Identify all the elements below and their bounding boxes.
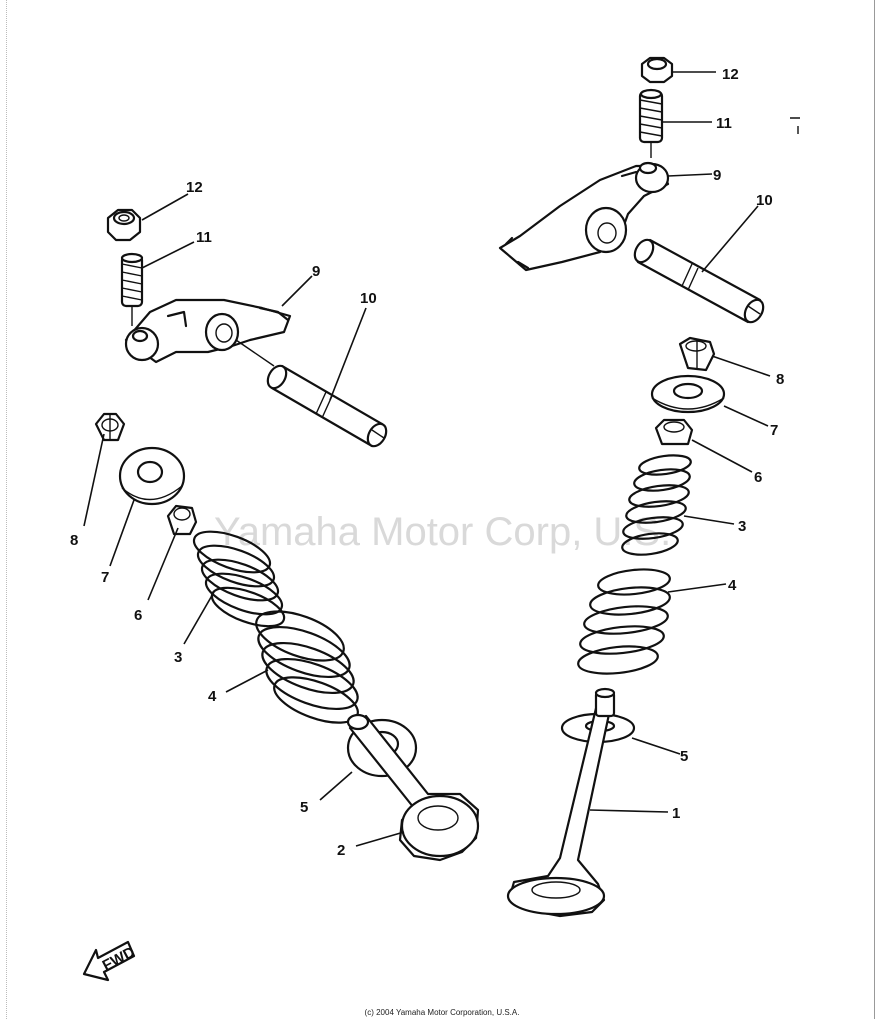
- left-adjuster-screw-11: [120, 252, 144, 326]
- callout-right-6: 6: [754, 469, 762, 486]
- callout-left-12: 12: [186, 179, 203, 196]
- right-rocker-arm-9: [498, 161, 670, 272]
- callout-right-7: 7: [770, 422, 778, 439]
- callout-right-1: 1: [672, 805, 680, 822]
- left-spring-retainer-7: [118, 446, 186, 506]
- callout-right-8: 8: [776, 371, 784, 388]
- callout-right-9: 9: [713, 167, 721, 184]
- callout-left-8: 8: [70, 532, 78, 549]
- callout-left-4: 4: [208, 688, 217, 705]
- page-edge-right: [874, 0, 875, 1019]
- callout-right-11: 11: [716, 115, 732, 132]
- right-inner-spring-3: [621, 454, 692, 556]
- right-valve-cotter-8: [678, 336, 716, 372]
- left-inner-spring-3: [192, 530, 286, 628]
- left-nut-12: [106, 208, 142, 242]
- copyright-text: (c) 2004 Yamaha Motor Corporation, U.S.A…: [364, 1008, 520, 1017]
- stray-mark: [790, 117, 800, 134]
- left-outer-spring-4: [255, 610, 359, 724]
- callout-left-11: 11: [196, 229, 212, 246]
- callout-right-10: 10: [756, 192, 773, 209]
- right-valve-1: [506, 687, 616, 918]
- callout-left-6: 6: [134, 607, 142, 624]
- callout-left-5: 5: [300, 799, 308, 816]
- callout-left-2: 2: [337, 842, 345, 859]
- right-stem-seal-6: [654, 418, 694, 446]
- callout-left-3: 3: [174, 649, 182, 666]
- callout-left-7: 7: [101, 569, 109, 586]
- leader-lines: [83, 71, 771, 847]
- callout-right-3: 3: [738, 518, 746, 535]
- left-stem-seal-6: [166, 504, 198, 536]
- right-nut-12: [640, 56, 674, 84]
- left-valve-cotter-8: [94, 412, 126, 442]
- callout-left-10: 10: [360, 290, 377, 307]
- callout-left-9: 9: [312, 263, 320, 280]
- right-rocker-shaft-10: [633, 238, 765, 324]
- callout-right-12: 12: [722, 66, 739, 83]
- right-spring-retainer-7: [650, 374, 726, 414]
- callout-right-5: 5: [680, 748, 688, 765]
- right-adjuster-screw-11: [638, 88, 664, 158]
- left-rocker-shaft-10: [235, 339, 388, 448]
- left-valve-2: [346, 713, 480, 862]
- left-rocker-arm-9: [124, 298, 292, 364]
- watermark-text: Yamaha Motor Corp, U.S.: [214, 510, 671, 554]
- callout-right-4: 4: [728, 577, 737, 594]
- page-edge-left: [6, 0, 7, 1019]
- fwd-arrow-icon: FWD: [82, 940, 138, 982]
- right-outer-spring-4: [577, 568, 671, 675]
